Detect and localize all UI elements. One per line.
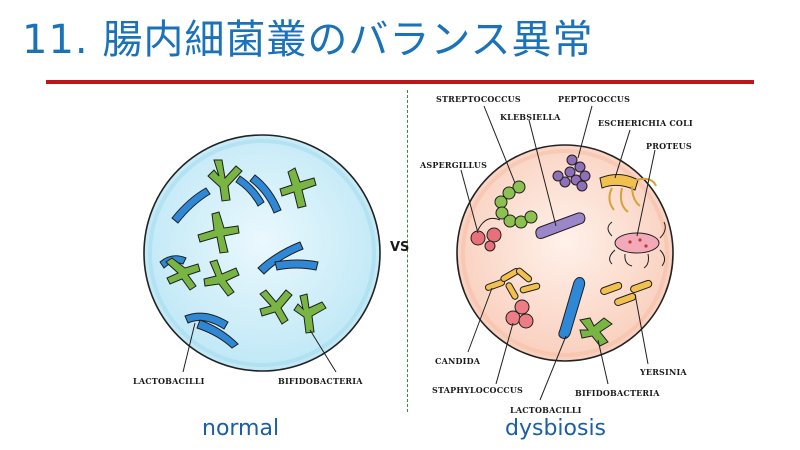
label-streptococcus: STREPTOCOCCUS — [436, 94, 521, 104]
normal-circle — [143, 134, 381, 372]
label-candida: CANDIDA — [435, 356, 481, 366]
label-proteus: PROTEUS — [646, 141, 692, 151]
title-underline — [46, 80, 754, 84]
dysbiosis-lactobacilli — [558, 277, 586, 339]
label-peptococcus: PEPTOCOCCUS — [558, 94, 631, 104]
page-title: 11. 腸内細菌叢のバランス異常 — [22, 17, 594, 63]
label-aspergillus: ASPERGILLUS — [420, 160, 488, 170]
label-dysbiosis-lactobacilli: LACTOBACILLI — [510, 405, 582, 415]
label-bifidobacteria: BIFIDOBACTERIA — [278, 376, 363, 386]
bifidobacteria-cells — [165, 159, 327, 334]
label-staphylococcus: STAPHYLOCOCCUS — [432, 385, 524, 395]
vs-label: VS — [390, 240, 410, 255]
dysbiosis-leader-lines — [460, 105, 656, 401]
label-lactobacilli: LACTOBACILLI — [133, 376, 205, 386]
klebsiella-rod — [535, 212, 586, 239]
normal-leader-lines — [182, 322, 337, 373]
label-klebsiella: KLEBSIELLA — [500, 112, 561, 122]
center-divider — [407, 90, 408, 412]
lactobacilli-rods — [159, 174, 319, 349]
proteus-cell — [607, 221, 666, 269]
yersinia-cells — [600, 279, 653, 307]
streptococcus-chain — [494, 180, 538, 229]
dysbiosis-bifidobacteria — [579, 317, 613, 347]
normal-caption: normal — [202, 416, 280, 441]
staphylococcus-cluster — [505, 299, 534, 329]
peptococcus-cluster — [552, 154, 591, 192]
escherichia-coli — [599, 174, 657, 213]
label-yersinia: YERSINIA — [640, 367, 687, 377]
label-escherichia-coli: ESCHERICHIA COLI — [598, 118, 693, 128]
aspergillus-cells — [470, 217, 502, 252]
candida-cells — [484, 267, 541, 300]
dysbiosis-caption: dysbiosis — [505, 416, 607, 441]
label-dysbiosis-bifidobacteria: BIFIDOBACTERIA — [575, 388, 660, 398]
